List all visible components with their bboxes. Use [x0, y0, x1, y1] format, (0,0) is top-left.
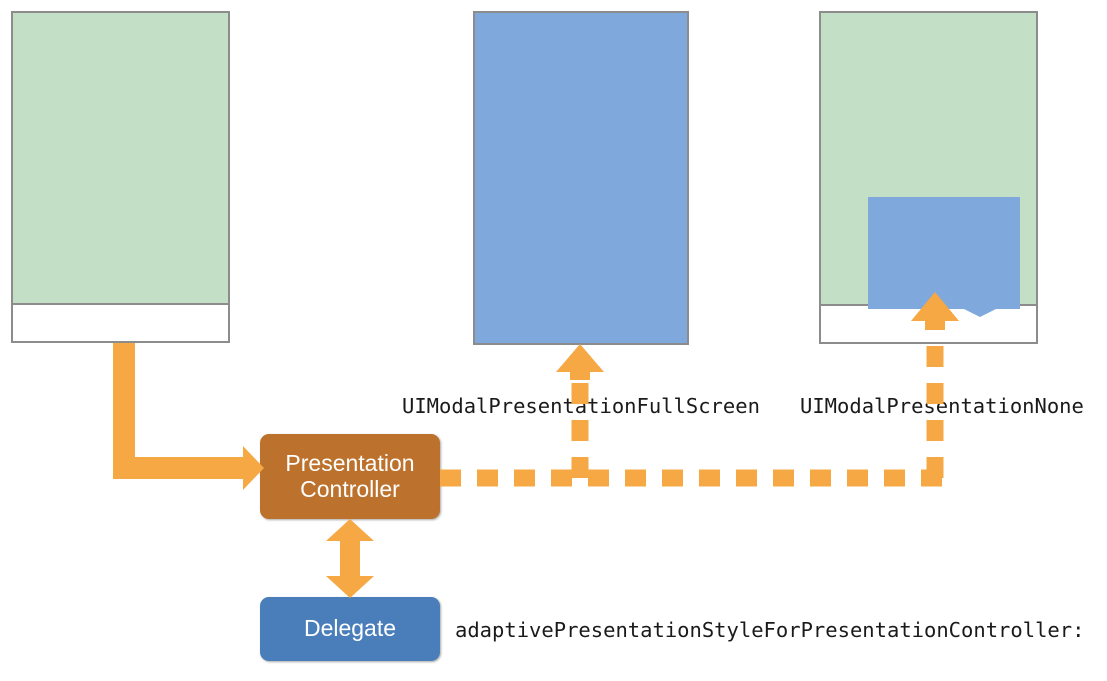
source-screen-bottom-bar	[13, 303, 228, 341]
double-arrow-shaft	[340, 538, 360, 579]
popover-presentation-screen	[819, 11, 1038, 344]
solid-elbow-arrow	[113, 343, 264, 490]
presentation-controller-label-line1: Presentation	[285, 449, 415, 476]
label-modal-presentation-none: UIModalPresentationNone	[800, 394, 1084, 418]
source-screen-content	[13, 13, 228, 305]
double-arrowhead-up	[326, 519, 374, 541]
source-screen	[11, 11, 230, 343]
double-headed-arrow	[326, 519, 374, 598]
label-modal-presentation-fullscreen: UIModalPresentationFullScreen	[402, 394, 760, 418]
delegate-node[interactable]: Delegate	[260, 597, 440, 661]
dashed-arrowhead-up-fullscreen	[556, 344, 604, 380]
popover-presentation-bottom-bar	[821, 304, 1036, 342]
elbow-horizontal-segment	[113, 457, 251, 479]
delegate-label: Delegate	[303, 615, 397, 642]
double-arrowhead-down	[326, 576, 374, 598]
fullscreen-presentation-content	[475, 13, 687, 343]
presentation-controller-node[interactable]: Presentation Controller	[260, 434, 440, 519]
popover-presentation-content	[821, 13, 1036, 306]
presentation-controller-label-line2: Controller	[300, 475, 400, 502]
fullscreen-presentation-screen	[473, 11, 689, 345]
presentation-controller-label: Presentation Controller	[285, 449, 415, 503]
elbow-vertical-segment	[113, 343, 135, 479]
label-adaptive-presentation-style-method: adaptivePresentationStyleForPresentation…	[455, 618, 1085, 642]
